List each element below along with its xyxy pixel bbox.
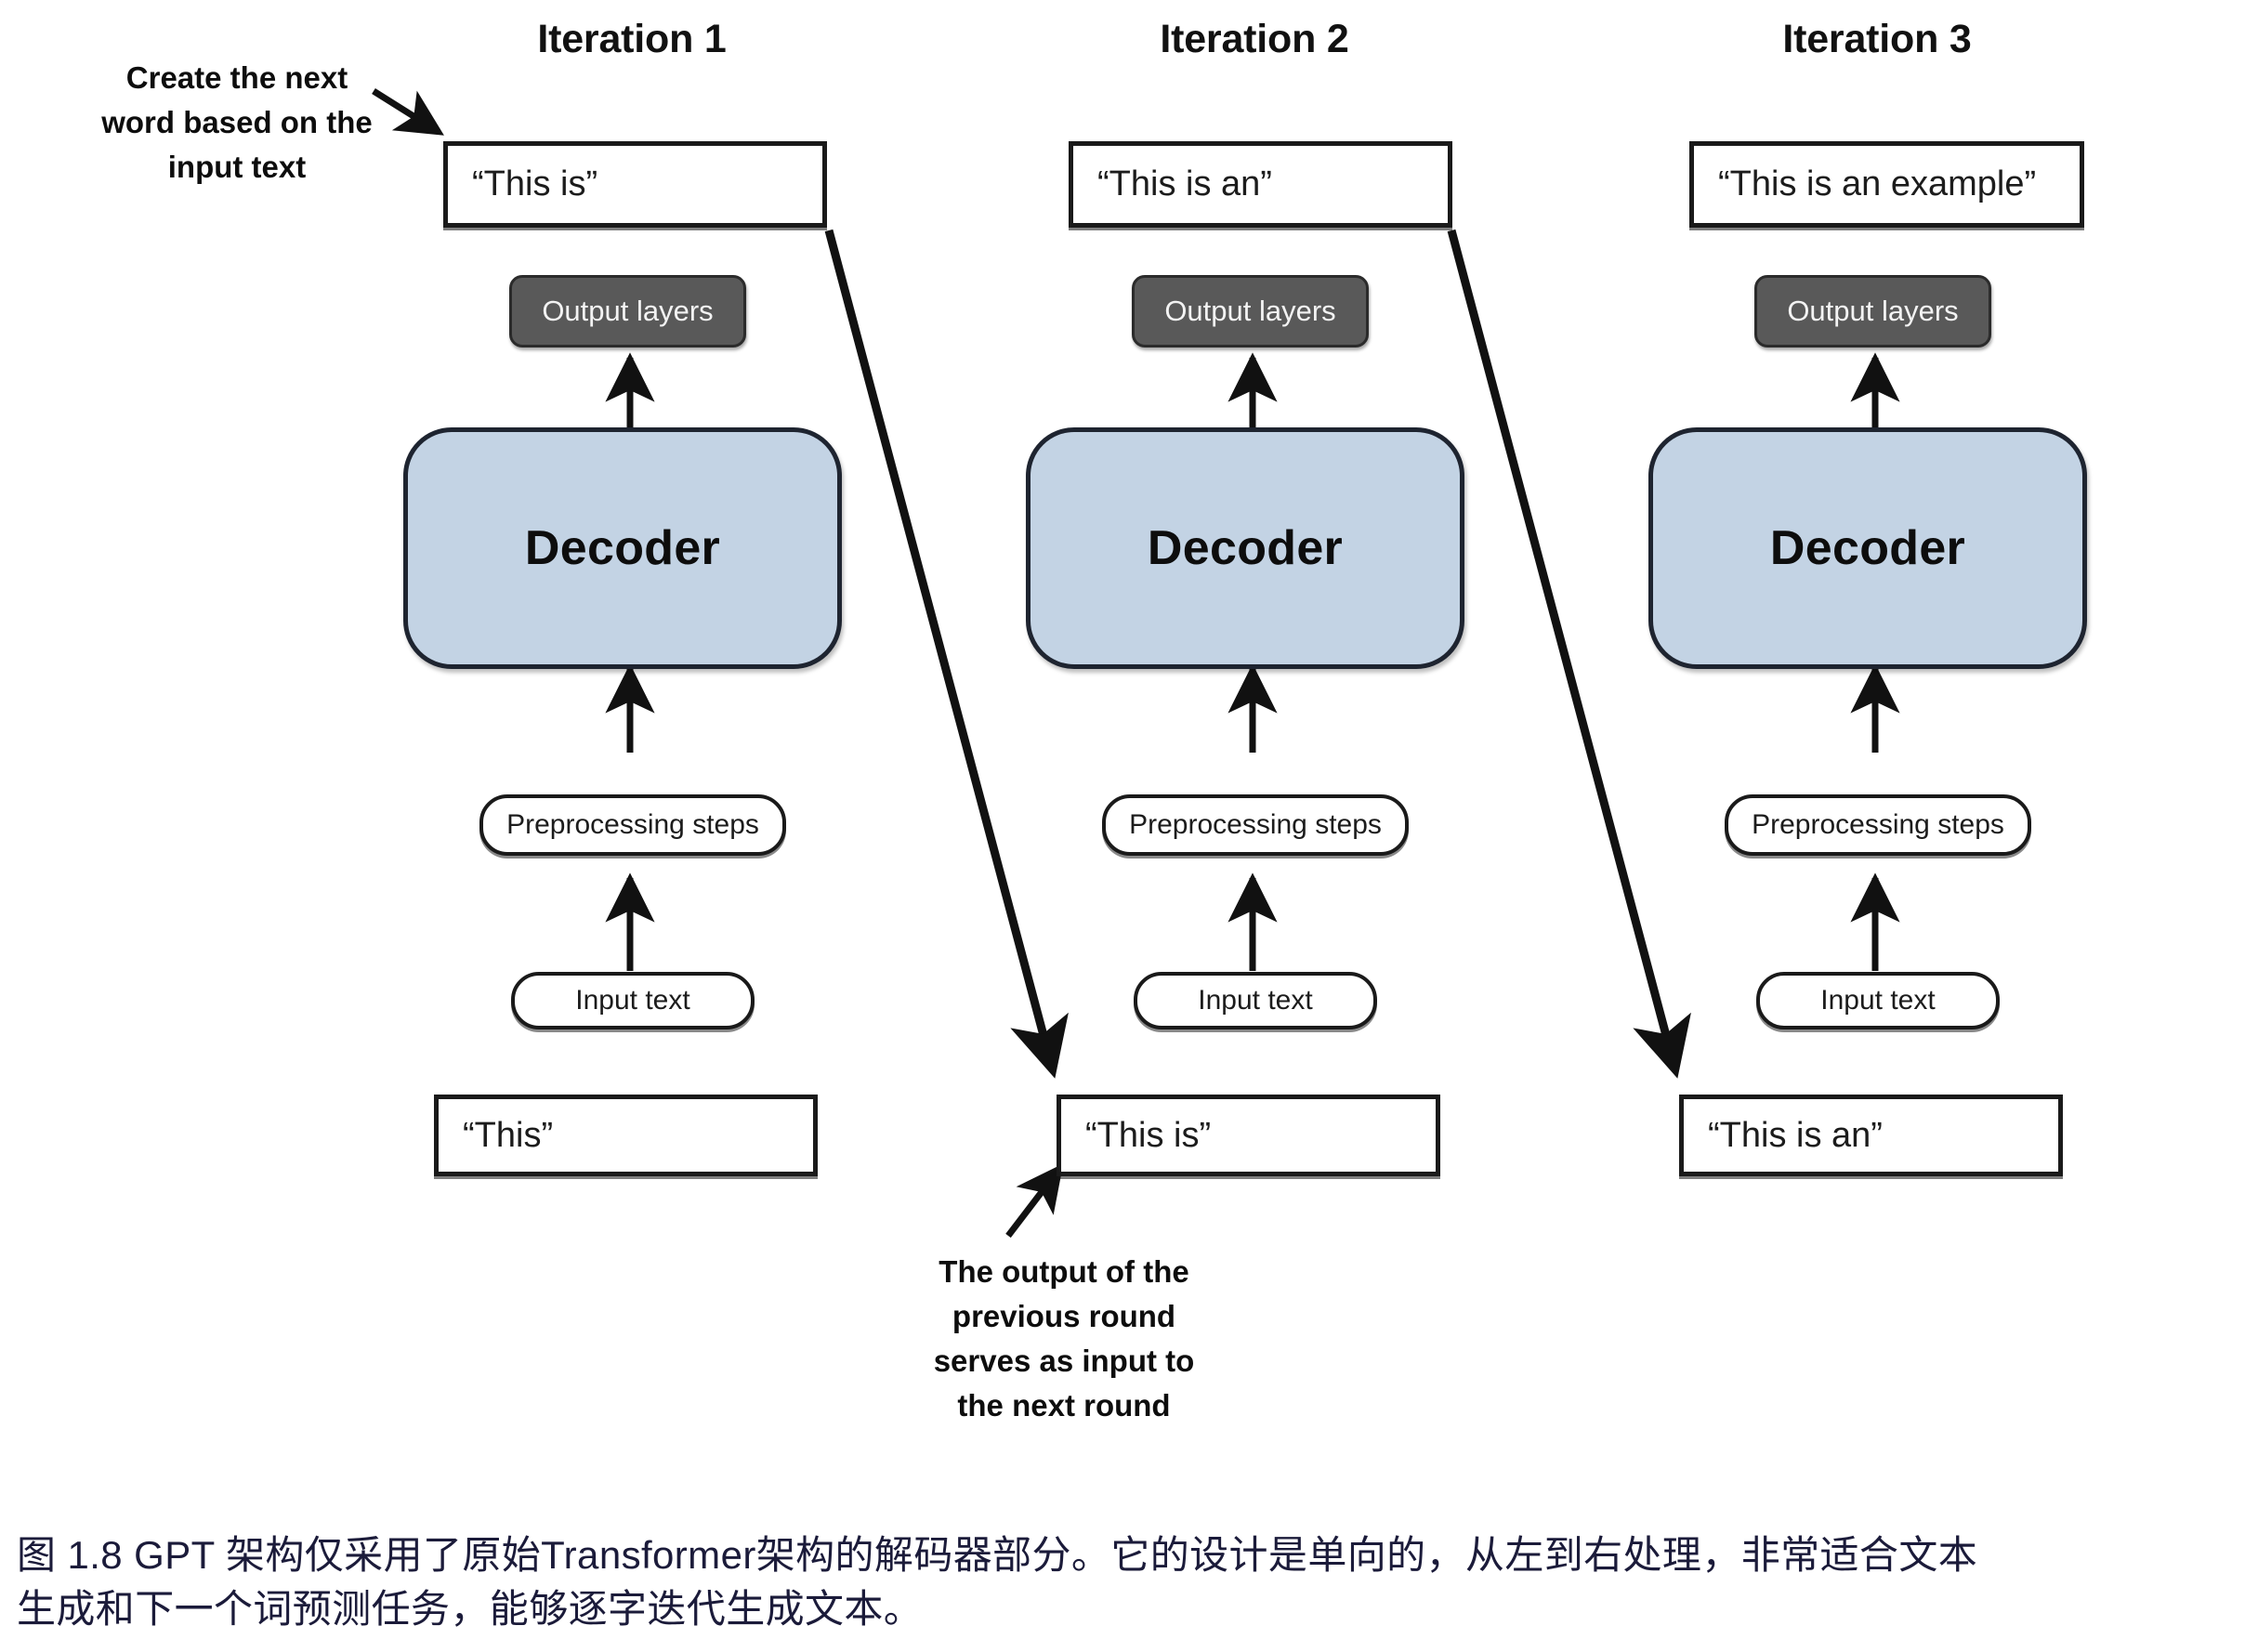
output-text-box-2[interactable]: “This is an” xyxy=(1069,141,1452,228)
output-text-box-1[interactable]: “This is” xyxy=(443,141,827,228)
connector-iter2-output-to-iter3-input xyxy=(1447,229,1691,1079)
output-text-2: “This is an” xyxy=(1097,164,1272,203)
decoder-box-2[interactable]: Decoder xyxy=(1026,427,1464,669)
preprocessing-label-2: Preprocessing steps xyxy=(1129,809,1382,840)
output-layers-box-3[interactable]: Output layers xyxy=(1754,275,1991,347)
preprocessing-box-3[interactable]: Preprocessing steps xyxy=(1725,794,2031,856)
decoder-label-2: Decoder xyxy=(1147,521,1344,575)
input-text-label-3: Input text xyxy=(1820,985,1936,1016)
preprocessing-box-1[interactable]: Preprocessing steps xyxy=(479,794,786,856)
input-string-3: “This is an” xyxy=(1708,1115,1883,1155)
input-text-label-2: Input text xyxy=(1198,985,1313,1016)
decoder-box-1[interactable]: Decoder xyxy=(403,427,842,669)
output-text-box-3[interactable]: “This is an example” xyxy=(1689,141,2084,228)
input-text-box-2[interactable]: Input text xyxy=(1134,972,1377,1029)
output-layers-label-2: Output layers xyxy=(1164,295,1336,327)
decoder-label-1: Decoder xyxy=(524,521,721,575)
decoder-box-3[interactable]: Decoder xyxy=(1648,427,2087,669)
iteration-title-2: Iteration 2 xyxy=(1160,17,1349,61)
input-string-box-2[interactable]: “This is” xyxy=(1057,1095,1440,1176)
preprocessing-label-1: Preprocessing steps xyxy=(506,809,759,840)
output-text-3: “This is an example” xyxy=(1718,164,2037,203)
input-string-1: “This” xyxy=(463,1115,554,1155)
annotation-output-serves-as-input: The output of the previous round serves … xyxy=(933,1254,1195,1423)
input-text-box-3[interactable]: Input text xyxy=(1756,972,2000,1029)
annotation-create-next-word: Create the next word based on the input … xyxy=(101,60,373,184)
output-layers-label-1: Output layers xyxy=(542,295,714,327)
output-text-1: “This is” xyxy=(472,164,598,203)
preprocessing-box-2[interactable]: Preprocessing steps xyxy=(1102,794,1409,856)
caption-line-2: 生成和下一个词预测任务，能够逐字迭代生成文本。 xyxy=(17,1587,924,1631)
figure-caption: 图 1.8 GPT 架构仅采用了原始Transformer架构的解码器部分。它的… xyxy=(17,1528,2247,1636)
iteration-title-3: Iteration 3 xyxy=(1782,17,1972,61)
output-layers-label-3: Output layers xyxy=(1787,295,1959,327)
input-text-box-1[interactable]: Input text xyxy=(511,972,755,1029)
arrow-annotation-top-left xyxy=(372,88,444,136)
arrow-annotation-bottom-center xyxy=(1005,1163,1064,1239)
connector-iter1-output-to-iter2-input xyxy=(824,229,1069,1079)
output-layers-box-1[interactable]: Output layers xyxy=(509,275,746,347)
input-string-box-3[interactable]: “This is an” xyxy=(1679,1095,2063,1176)
iteration-title-1: Iteration 1 xyxy=(537,17,727,61)
output-layers-box-2[interactable]: Output layers xyxy=(1132,275,1369,347)
decoder-label-3: Decoder xyxy=(1769,521,1966,575)
input-text-label-1: Input text xyxy=(575,985,690,1016)
caption-line-1: 图 1.8 GPT 架构仅采用了原始Transformer架构的解码器部分。它的… xyxy=(17,1533,1978,1577)
input-string-box-1[interactable]: “This” xyxy=(434,1095,818,1176)
preprocessing-label-3: Preprocessing steps xyxy=(1752,809,2004,840)
input-string-2: “This is” xyxy=(1085,1115,1212,1155)
